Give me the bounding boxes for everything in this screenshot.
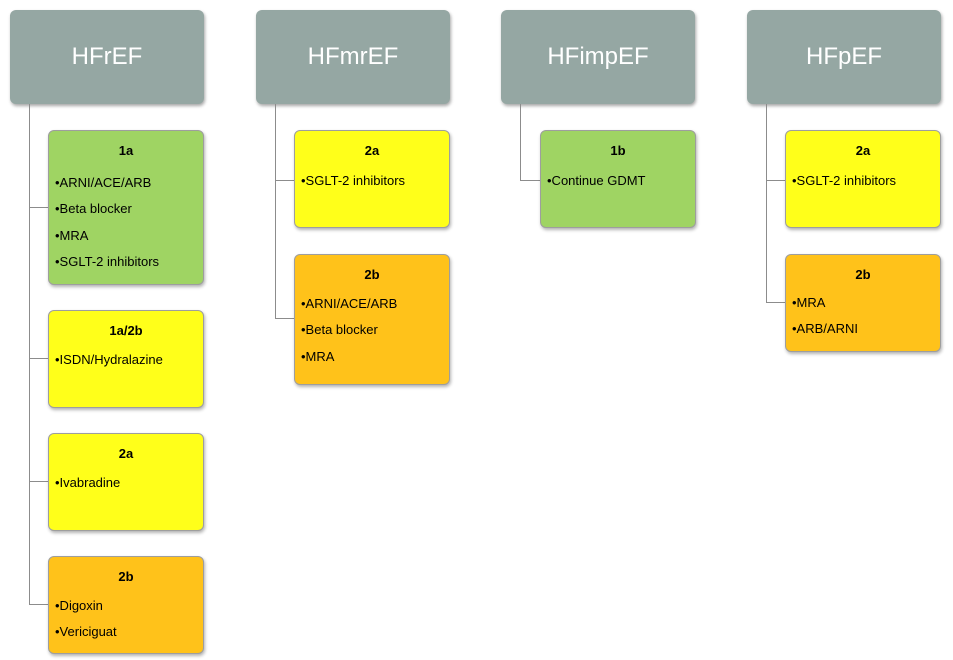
header-hfref: HFrEF [10, 10, 204, 104]
connector-hfref-1a2b [29, 358, 48, 359]
connector-hfref-vertical [29, 104, 30, 605]
hfpef-box-2b: 2b •MRA •ARB/ARNI [785, 254, 941, 352]
connector-hfpef-2b [766, 302, 785, 303]
hfimpef-box-1b: 1b •Continue GDMT [540, 130, 696, 228]
list-item: •Beta blocker [55, 201, 132, 216]
header-hfimpef: HFimpEF [501, 10, 695, 104]
hfmref-box-2a: 2a •SGLT-2 inhibitors [294, 130, 450, 228]
list-item: •Vericiguat [55, 624, 117, 639]
list-item: •Beta blocker [301, 322, 378, 337]
box-title: 2a [855, 143, 871, 158]
connector-hfpef-vertical [766, 104, 767, 303]
connector-hfpef-2a [766, 180, 785, 181]
hfref-box-1a: 1a •ARNI/ACE/ARB •Beta blocker •MRA •SGL… [48, 130, 204, 285]
list-item: •MRA [301, 349, 335, 364]
connector-hfmref-vertical [275, 104, 276, 319]
header-hfmref: HFmrEF [256, 10, 450, 104]
list-item: •Digoxin [55, 598, 103, 613]
connector-hfmref-2a [275, 180, 294, 181]
list-item: •ARNI/ACE/ARB [55, 175, 152, 190]
connector-hfimpef-vertical [520, 104, 521, 181]
hfref-box-2a: 2a •Ivabradine [48, 433, 204, 531]
box-title: 2a [364, 143, 380, 158]
list-item: •ARNI/ACE/ARB [301, 296, 398, 311]
box-title: 1a/2b [109, 323, 143, 338]
box-title: 1b [610, 143, 626, 158]
list-item: •SGLT-2 inhibitors [55, 254, 160, 269]
box-title: 2b [118, 569, 134, 584]
box-title: 1a [118, 143, 134, 158]
box-title: 2b [855, 267, 871, 282]
list-item: •Ivabradine [55, 475, 121, 490]
list-item: •ARB/ARNI [792, 321, 858, 336]
box-title: 2a [118, 446, 134, 461]
list-item: •SGLT-2 inhibitors [792, 173, 897, 188]
connector-hfref-1a [29, 207, 48, 208]
hfmref-box-2b: 2b •ARNI/ACE/ARB •Beta blocker •MRA [294, 254, 450, 385]
header-hfpef: HFpEF [747, 10, 941, 104]
list-item: •MRA [55, 228, 89, 243]
list-item: •MRA [792, 295, 826, 310]
connector-hfimpef-1b [520, 180, 540, 181]
box-title: 2b [364, 267, 380, 282]
connector-hfmref-2b [275, 318, 294, 319]
connector-hfref-2a [29, 481, 48, 482]
list-item: •Continue GDMT [547, 173, 646, 188]
list-item: •SGLT-2 inhibitors [301, 173, 406, 188]
list-item: •ISDN/Hydralazine [55, 352, 163, 367]
hfpef-box-2a: 2a •SGLT-2 inhibitors [785, 130, 941, 228]
connector-hfref-2b [29, 604, 48, 605]
hfref-box-1a2b: 1a/2b •ISDN/Hydralazine [48, 310, 204, 408]
hfref-box-2b: 2b •Digoxin •Vericiguat [48, 556, 204, 654]
